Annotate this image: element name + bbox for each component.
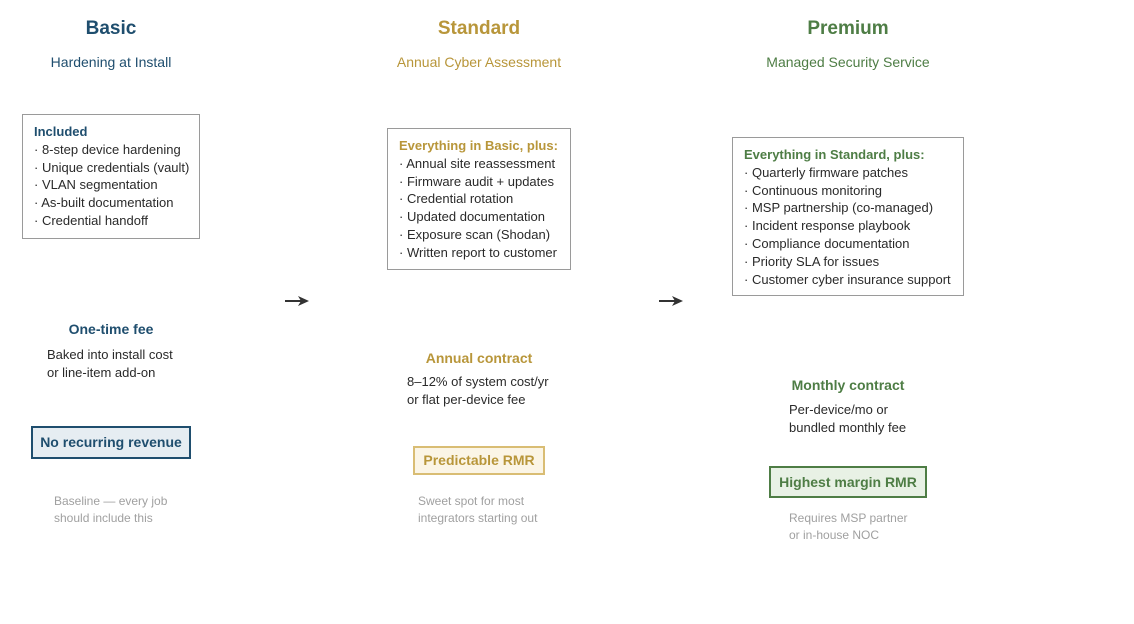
- list-item: 8-step device hardening: [34, 141, 188, 159]
- list-item: Compliance documentation: [744, 235, 952, 253]
- fee-line: or line-item add-on: [47, 365, 156, 380]
- list-item: Priority SLA for issues: [744, 253, 952, 271]
- box-heading: Included: [34, 124, 88, 139]
- list-item: Updated documentation: [399, 208, 559, 226]
- list-item: Annual site reassessment: [399, 155, 559, 173]
- list-item: Credential handoff: [34, 212, 188, 230]
- feature-list: Quarterly firmware patches Continuous mo…: [744, 164, 952, 289]
- list-item: Written report to customer: [399, 244, 559, 262]
- revenue-badge: No recurring revenue: [31, 426, 191, 459]
- note-line: should include this: [54, 511, 153, 525]
- revenue-badge: Highest margin RMR: [769, 466, 927, 498]
- features-box: Included 8-step device hardening Unique …: [22, 114, 200, 239]
- list-item: Incident response playbook: [744, 217, 952, 235]
- revenue-badge: Predictable RMR: [413, 446, 545, 475]
- tier-note: Requires MSP partner or in-house NOC: [789, 510, 908, 544]
- list-item: Unique credentials (vault): [34, 159, 189, 177]
- tier-note: Baseline — every job should include this: [54, 493, 167, 527]
- note-line: or in-house NOC: [789, 528, 880, 542]
- tier-subtitle: Hardening at Install: [50, 54, 172, 70]
- fee-description: Baked into install cost or line-item add…: [47, 346, 173, 382]
- fee-line: bundled monthly fee: [789, 420, 907, 435]
- right-arrow-icon: [659, 296, 683, 306]
- feature-list: 8-step device hardening Unique credentia…: [34, 141, 189, 230]
- fee-description: 8–12% of system cost/yr or flat per-devi…: [407, 373, 549, 409]
- fee-description: Per-device/mo or bundled monthly fee: [789, 401, 906, 437]
- feature-list: Annual site reassessment Firmware audit …: [399, 155, 559, 262]
- note-line: Sweet spot for most: [418, 494, 525, 508]
- note-line: integrators starting out: [418, 511, 538, 525]
- fee-line: Per-device/mo or: [789, 402, 888, 417]
- tier-subtitle: Annual Cyber Assessment: [396, 54, 562, 70]
- tier-title: Premium: [807, 18, 889, 39]
- list-item: Exposure scan (Shodan): [399, 226, 559, 244]
- box-heading: Everything in Standard, plus:: [744, 147, 925, 162]
- list-item: Quarterly firmware patches: [744, 164, 952, 182]
- fee-line: 8–12% of system cost/yr: [407, 374, 549, 389]
- list-item: As-built documentation: [34, 194, 188, 212]
- fee-title: Monthly contract: [791, 377, 905, 393]
- features-box: Everything in Basic, plus: Annual site r…: [387, 128, 571, 270]
- list-item: Customer cyber insurance support: [744, 271, 952, 289]
- tier-subtitle: Managed Security Service: [766, 54, 930, 70]
- tier-title: Standard: [437, 18, 521, 39]
- note-line: Requires MSP partner: [789, 511, 908, 525]
- list-item: Continuous monitoring: [744, 182, 952, 200]
- list-item: Firmware audit + updates: [399, 173, 559, 191]
- fee-line: Baked into install cost: [47, 347, 173, 362]
- list-item: MSP partnership (co-managed): [744, 199, 952, 217]
- box-heading: Everything in Basic, plus:: [399, 138, 558, 153]
- tier-note: Sweet spot for most integrators starting…: [418, 493, 537, 527]
- features-box: Everything in Standard, plus: Quarterly …: [732, 137, 964, 296]
- right-arrow-icon: [285, 296, 309, 306]
- fee-title: One-time fee: [68, 321, 154, 337]
- tier-title: Basic: [85, 18, 137, 39]
- fee-title: Annual contract: [425, 350, 533, 366]
- fee-line: or flat per-device fee: [407, 392, 526, 407]
- note-line: Baseline — every job: [54, 494, 168, 508]
- list-item: VLAN segmentation: [34, 176, 188, 194]
- list-item: Credential rotation: [399, 190, 559, 208]
